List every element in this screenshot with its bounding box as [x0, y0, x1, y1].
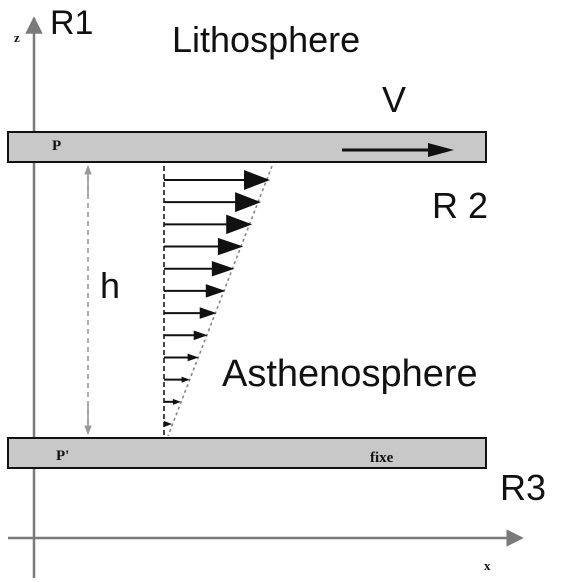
- fixed-plate: [7, 437, 487, 469]
- velocity-arrow-head: [187, 353, 199, 362]
- velocity-arrow-head: [217, 237, 244, 256]
- lithosphere-plate: [7, 131, 487, 163]
- velocity-arrow-head: [244, 170, 270, 190]
- thickness-label: h: [100, 265, 120, 306]
- x-axis-label: x: [484, 558, 491, 573]
- profile-envelope: [167, 165, 273, 437]
- velocity-arrow-head: [199, 307, 217, 319]
- r3-label: R3: [500, 467, 546, 508]
- velocity-arrow-head: [193, 330, 208, 341]
- plate-bottom-label: P': [56, 448, 69, 464]
- velocity-arrow-head: [235, 192, 262, 213]
- asthenosphere-label: Asthenosphere: [222, 353, 478, 395]
- velocity-label: V: [382, 79, 406, 120]
- velocity-arrow-head: [181, 376, 190, 383]
- r1-label: R1: [50, 4, 93, 42]
- velocity-arrow-head: [226, 214, 253, 235]
- fixed-label: fixe: [370, 450, 394, 466]
- plate-top-label: P: [52, 138, 61, 154]
- velocity-arrow-head: [172, 398, 181, 405]
- plate-velocity-arrow-head: [428, 143, 454, 157]
- z-axis-label: z: [14, 30, 20, 45]
- velocity-arrow-head: [211, 260, 235, 277]
- r2-label: R 2: [432, 185, 488, 226]
- velocity-arrow-head: [164, 421, 172, 427]
- velocity-profile: [163, 165, 273, 437]
- lithosphere-label: Lithosphere: [172, 19, 360, 60]
- velocity-arrow-head: [205, 284, 226, 298]
